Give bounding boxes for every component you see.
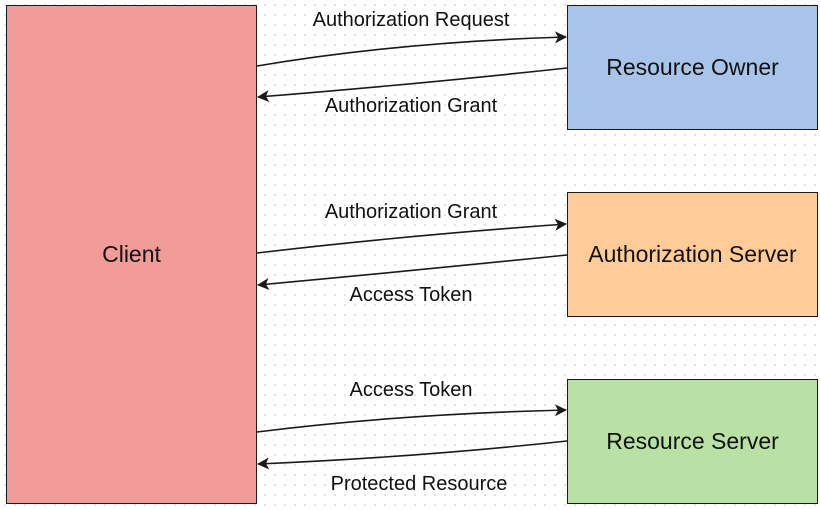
edge-authorization-grant <box>256 218 567 254</box>
edge-label-authorization-request: Authorization Request <box>312 9 510 31</box>
edge-authorization-grant-return <box>257 67 568 103</box>
resource-owner-node: Resource Owner <box>567 5 818 130</box>
edge-access-token-return <box>257 254 568 290</box>
edge-authorization-request <box>256 31 567 67</box>
edge-protected-resource-return <box>257 440 568 470</box>
edge-label-access-token-return: Access Token <box>349 284 473 306</box>
client-node: Client <box>6 5 257 504</box>
edge-label-protected-resource-return: Protected Resource <box>330 473 508 495</box>
edge-access-token <box>256 404 567 433</box>
resource-server-node: Resource Server <box>567 379 818 504</box>
resource-server-label: Resource Server <box>606 428 779 454</box>
authorization-server-label: Authorization Server <box>588 241 797 267</box>
resource-owner-label: Resource Owner <box>606 54 779 80</box>
edge-label-authorization-grant: Authorization Grant <box>324 201 498 223</box>
authorization-server-node: Authorization Server <box>567 192 818 317</box>
client-label: Client <box>102 241 161 267</box>
edge-label-authorization-grant-return: Authorization Grant <box>324 95 498 117</box>
edge-label-access-token: Access Token <box>349 379 473 401</box>
